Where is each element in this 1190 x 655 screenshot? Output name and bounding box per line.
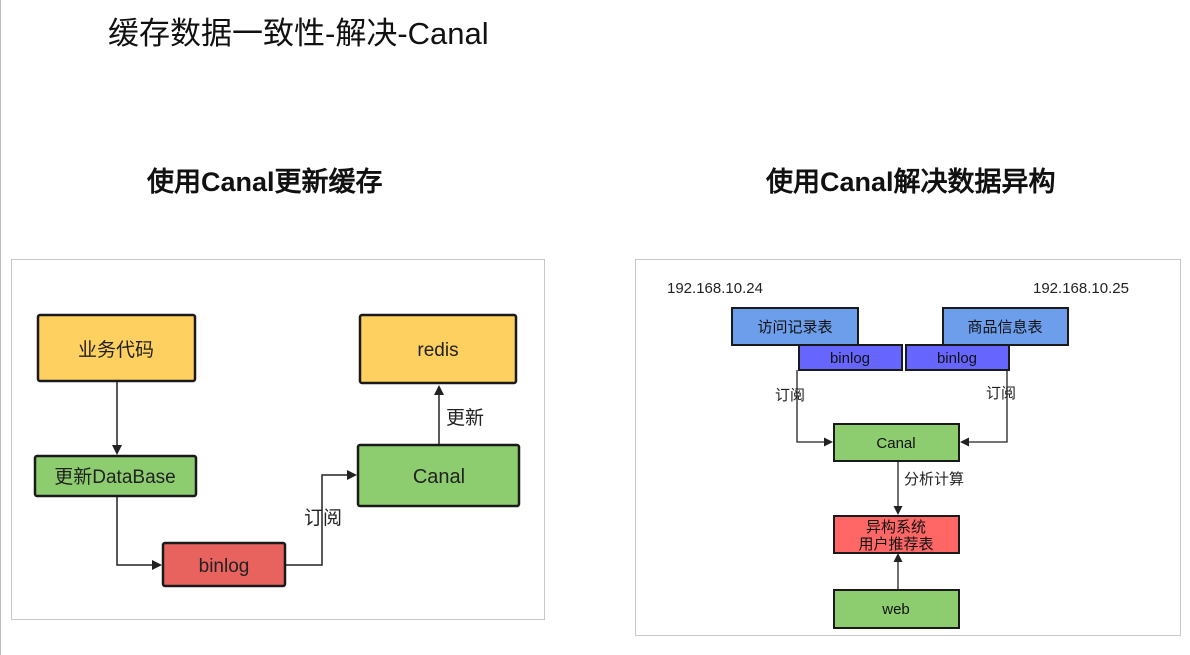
right-diagram: 192.168.10.24 192.168.10.25 访问记录表 商品信息表 … [667,280,1129,629]
business-code-label: 业务代码 [78,339,154,361]
update-edge-label: 更新 [446,407,484,429]
web-label: web [881,601,910,618]
subscribe-edge-label: 订阅 [304,507,342,529]
binlog-left-node [798,344,903,371]
visit-table-node [731,307,859,346]
hetero-system-label-line1: 异构系统 [866,519,926,536]
edge-right-binlog-to-canal [960,370,1008,447]
analyze-edge-label: 分析计算 [904,470,964,488]
update-db-label: 更新DataBase [54,466,175,488]
binlog-right-label: binlog [937,350,977,367]
edge-binlog-to-canal [285,470,357,566]
binlog-left-label: binlog [830,350,870,367]
slide-title: 缓存数据一致性-解决-Canal [108,16,489,51]
edge-left-binlog-to-canal [796,370,833,447]
binlog-label: binlog [199,556,250,577]
canal-node [356,443,521,508]
slide-left-border [0,0,1,655]
binlog-right-node [905,344,1010,371]
hetero-system-node [833,515,960,554]
update-db-node [33,454,198,498]
redis-node [358,313,518,385]
canal-label: Canal [413,466,465,488]
left-diagram: 业务代码 更新DataBase binlog Canal redis 订阅 更新 [33,313,521,588]
subscribe-right-edge-label: 订阅 [986,385,1016,402]
goods-table-label: 商品信息表 [967,319,1042,336]
subscribe-left-edge-label: 订阅 [775,387,805,404]
binlog-node [161,541,287,588]
canal-node [833,423,960,462]
hetero-system-label-line2: 用户推荐表 [858,536,933,553]
ip-right-label: 192.168.10.25 [1033,280,1129,297]
canal-label: Canal [876,435,915,452]
redis-label: redis [417,340,458,361]
visit-table-label: 访问记录表 [757,319,832,336]
web-node [833,589,960,629]
right-section-title: 使用Canal解决数据异构 [766,167,1056,197]
business-code-node [36,313,197,383]
goods-table-node [942,307,1069,346]
ip-left-label: 192.168.10.24 [667,280,763,297]
left-diagram-panel: 业务代码 更新DataBase binlog Canal redis 订阅 更新 [11,259,545,620]
edge-db-to-binlog [116,496,162,570]
left-section-title: 使用Canal更新缓存 [147,167,383,197]
right-diagram-panel: 192.168.10.24 192.168.10.25 访问记录表 商品信息表 … [635,259,1181,636]
